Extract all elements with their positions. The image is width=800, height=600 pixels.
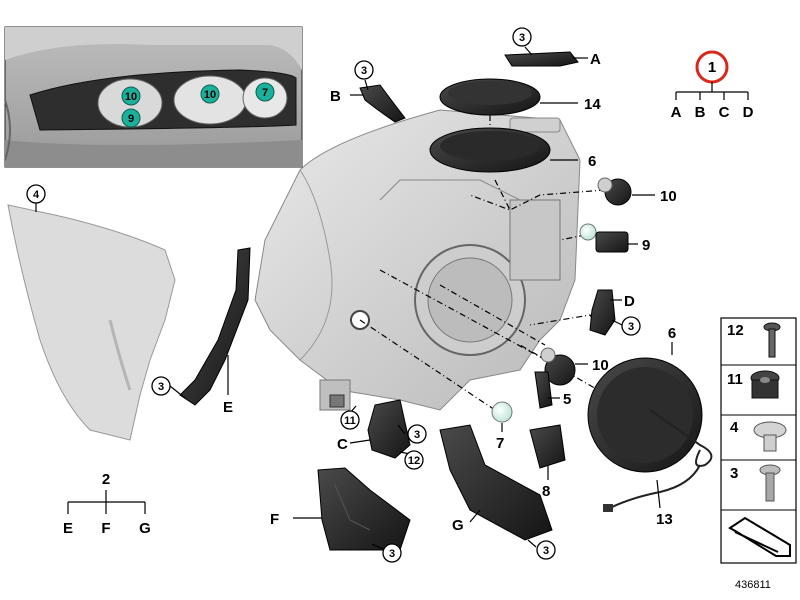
legend-tree-2: 2 E F G <box>63 471 151 537</box>
label-5: 5 <box>563 391 571 408</box>
inset-callout-10-left: 10 <box>121 86 141 106</box>
bracket-c <box>367 399 411 459</box>
table-row-3: 3 <box>730 464 781 502</box>
arrow-icon <box>728 516 791 557</box>
svg-text:3: 3 <box>628 321 634 333</box>
svg-text:11: 11 <box>727 371 743 388</box>
callout-3-g: 3 <box>536 540 556 560</box>
screw-12-icon <box>763 322 781 358</box>
grommet-11 <box>329 394 345 408</box>
inset-callout-7: 7 <box>255 82 275 102</box>
svg-text:3: 3 <box>414 429 420 441</box>
label-6: 6 <box>588 153 596 170</box>
bracket-f <box>317 467 411 551</box>
bulb-9 <box>579 223 629 253</box>
inset-callout-10-right: 10 <box>200 84 220 104</box>
svg-text:3: 3 <box>543 545 549 557</box>
svg-text:4: 4 <box>33 189 40 201</box>
svg-text:C: C <box>719 104 730 121</box>
letter-a: A <box>590 51 601 68</box>
bulb-10-top <box>597 177 632 206</box>
elbow-5 <box>534 371 553 409</box>
bracket-g <box>439 424 553 541</box>
svg-text:G: G <box>139 520 151 537</box>
bulb-7 <box>491 401 513 423</box>
callout-11: 11 <box>340 410 360 430</box>
svg-text:12: 12 <box>727 322 744 339</box>
bracket-b <box>359 84 406 123</box>
diagram-number: 436811 <box>735 579 771 591</box>
trim-4 <box>7 204 176 441</box>
svg-text:D: D <box>743 104 754 121</box>
callout-6-right: 6 <box>668 325 676 342</box>
inset-car-view: 10 9 10 7 <box>4 26 303 168</box>
label-10-mid: 10 <box>592 357 609 374</box>
bulb-10-mid <box>540 347 576 386</box>
bracket-d <box>589 289 616 336</box>
svg-text:9: 9 <box>128 113 134 125</box>
callout-3-b: 3 <box>354 60 374 80</box>
inset-callout-9: 9 <box>121 108 141 128</box>
label-14: 14 <box>584 96 601 113</box>
callout-4: 4 <box>26 184 46 204</box>
table-row-11: 11 <box>727 370 780 399</box>
grommet-11-icon <box>750 370 780 399</box>
bracket-a <box>504 51 579 67</box>
svg-text:F: F <box>101 520 110 537</box>
cap-6-large <box>587 357 713 473</box>
svg-text:11: 11 <box>344 415 356 427</box>
callout-3-c: 3 <box>407 424 427 444</box>
letter-g: G <box>452 517 464 534</box>
svg-text:3: 3 <box>361 65 367 77</box>
svg-text:10: 10 <box>204 89 216 101</box>
svg-text:7: 7 <box>262 87 268 99</box>
clip-4-icon <box>753 421 787 452</box>
label-10-top: 10 <box>660 188 677 205</box>
cover-6-top <box>429 127 551 173</box>
leader-lines <box>35 46 673 550</box>
callout-3-d: 3 <box>621 316 641 336</box>
screw-3-icon <box>759 464 781 502</box>
letter-f: F <box>270 511 279 528</box>
callout-3-e: 3 <box>151 376 171 396</box>
svg-text:4: 4 <box>730 419 739 436</box>
svg-text:3: 3 <box>158 381 164 393</box>
svg-text:12: 12 <box>408 455 420 467</box>
svg-text:6: 6 <box>668 325 676 342</box>
svg-text:3: 3 <box>519 32 525 44</box>
svg-text:3: 3 <box>389 548 395 560</box>
letter-b: B <box>330 88 341 105</box>
legend-tree-1: 1 A B C D <box>671 50 754 121</box>
letter-d: D <box>624 293 635 310</box>
label-13: 13 <box>656 511 673 528</box>
svg-text:3: 3 <box>730 465 738 482</box>
svg-text:10: 10 <box>125 91 137 103</box>
label-8: 8 <box>542 483 550 500</box>
bracket-e <box>179 247 251 406</box>
svg-text:2: 2 <box>102 471 110 488</box>
cable-13 <box>603 464 701 512</box>
label-7: 7 <box>496 435 504 452</box>
cover-14 <box>439 78 561 133</box>
socket-8 <box>529 424 566 469</box>
table-row-4: 4 <box>730 419 787 452</box>
callout-3-f: 3 <box>382 543 402 563</box>
svg-text:A: A <box>671 104 682 121</box>
svg-text:1: 1 <box>708 59 716 76</box>
parts-table: 12 11 4 3 <box>720 317 797 564</box>
svg-text:E: E <box>63 520 73 537</box>
letter-c: C <box>337 436 348 453</box>
table-row-12: 12 <box>727 322 781 358</box>
label-9: 9 <box>642 237 650 254</box>
callout-12: 12 <box>404 450 424 470</box>
svg-text:B: B <box>695 104 706 121</box>
callout-3-top: 3 <box>512 27 532 47</box>
letter-e: E <box>223 399 233 416</box>
